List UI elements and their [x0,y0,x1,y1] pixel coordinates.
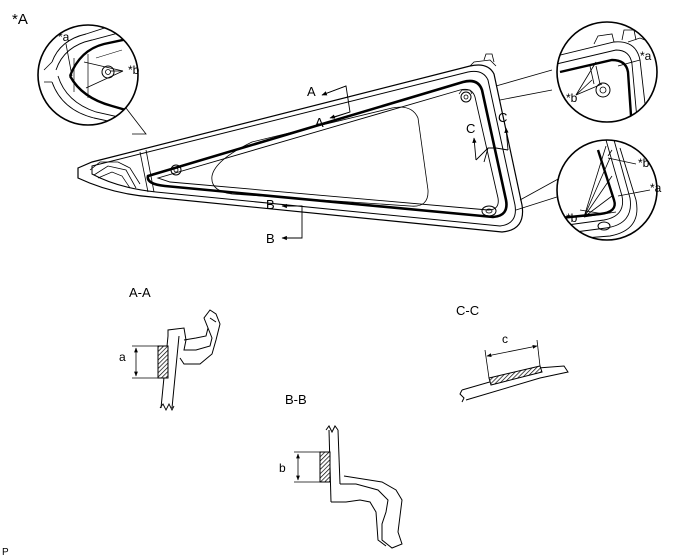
callout-connectors [125,69,561,211]
callout-b-right-lower-top: *b [638,156,650,170]
cut-plane-c [472,127,509,163]
callout-b-right-lower: *b [566,211,578,225]
cut-mark-a-lower: A [315,115,324,130]
cut-plane-b [281,203,303,241]
callout-b-left: *b [128,63,140,77]
section-cc-dimension: c [502,332,508,346]
quarter-window-glass [77,53,524,233]
section-aa-dimension: a [119,350,126,364]
section-cc [459,339,569,403]
cut-mark-b-upper: B [266,197,275,212]
callout-b-right-upper: *b [566,91,578,105]
view-label: *A [12,11,28,28]
section-aa-title: A-A [129,285,151,300]
section-bb [294,425,403,549]
cut-mark-b-lower: B [266,231,275,246]
figure-code: P [2,547,9,558]
callout-a-left: *a [58,30,70,44]
detail-circle-right-upper [556,21,658,123]
cut-plane-a [321,85,351,119]
section-aa [132,309,221,412]
detail-circle-left [37,24,139,126]
callout-a-right-upper: *a [640,49,652,63]
section-bb-title: B-B [285,392,307,407]
section-cc-title: C-C [456,303,480,318]
cut-mark-a-upper: A [307,84,316,99]
section-bb-dimension: b [279,461,286,475]
callout-a-right-lower: *a [650,181,662,195]
cut-mark-c-left: C [466,121,476,136]
detail-circle-right-lower [556,139,658,241]
cut-mark-c-right: C [498,110,508,125]
